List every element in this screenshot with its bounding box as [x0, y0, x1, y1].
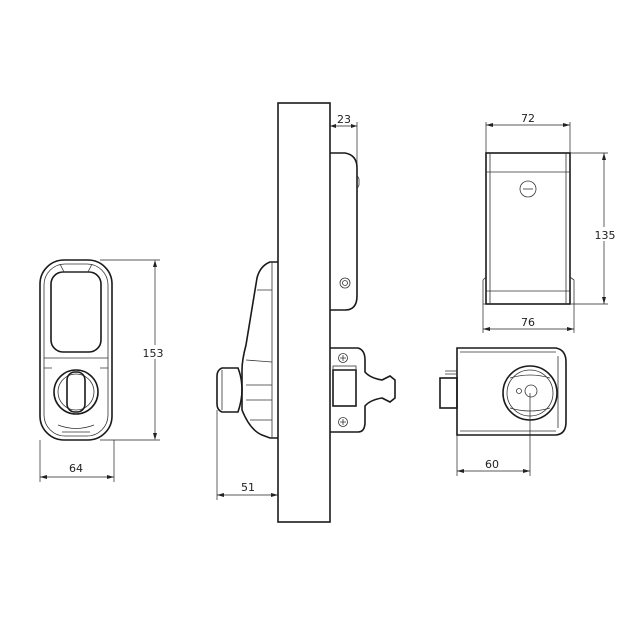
dim-outside-projection: 51 — [216, 410, 278, 500]
dim-cover-bottom-width: 76 — [482, 304, 575, 333]
side-view — [216, 102, 396, 523]
lock-body-view — [439, 347, 567, 436]
dim-label-64: 64 — [69, 462, 83, 475]
dim-inside-depth: 23 — [330, 113, 358, 170]
dim-label-23: 23 — [337, 113, 351, 126]
dim-label-76: 76 — [521, 316, 535, 329]
dim-lock-backset: 60 — [456, 393, 531, 476]
front-view-keypad — [39, 259, 113, 441]
dim-label-135: 135 — [595, 229, 616, 242]
screw-icon — [339, 277, 351, 289]
dim-front-width: 64 — [39, 440, 115, 482]
knob-icon — [53, 369, 99, 415]
dim-label-51: 51 — [241, 481, 255, 494]
dim-label-72: 72 — [521, 112, 535, 125]
keyhole-icon — [524, 384, 538, 398]
dim-cover-height: 135 — [570, 152, 616, 305]
door-section — [277, 102, 331, 523]
brand-logo-icon — [519, 180, 537, 198]
dim-front-height: 153 — [100, 259, 165, 441]
dim-cover-top-width: 72 — [485, 112, 571, 153]
dim-label-60: 60 — [485, 458, 499, 471]
dim-label-153: 153 — [143, 347, 164, 360]
cover-view — [482, 152, 575, 305]
